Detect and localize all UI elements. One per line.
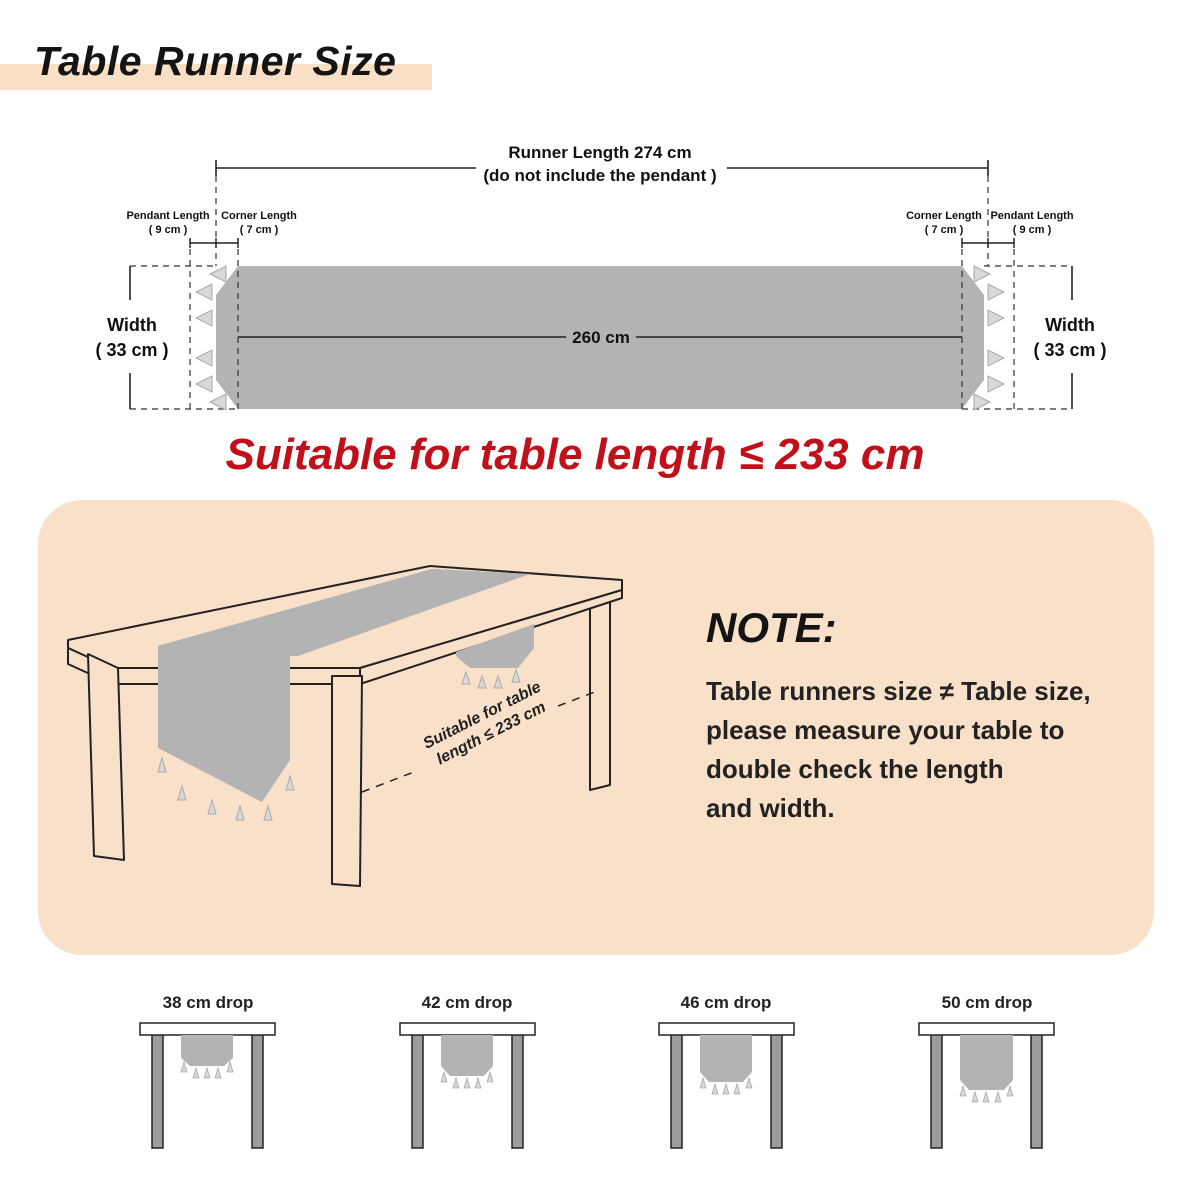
runner-length-label: Runner Length 274 cm <box>508 143 692 162</box>
table-runner-back-drop <box>456 624 534 668</box>
drop-table-42 <box>399 1022 536 1149</box>
left-corner-value: ( 7 cm ) <box>239 224 279 236</box>
table-tassels <box>157 668 521 821</box>
note-line: double check the length <box>706 754 1004 784</box>
drop-table-38 <box>139 1022 276 1149</box>
table-illustration <box>67 565 623 887</box>
table-length-guides <box>361 689 601 793</box>
runner-length-dimension <box>215 160 989 176</box>
left-corner-label: Corner Length <box>221 210 297 222</box>
tassel-icons-right <box>973 265 1006 411</box>
right-pendant-value: ( 9 cm ) <box>1012 224 1052 236</box>
runner-length-note: (do not include the pendant ) <box>483 166 717 185</box>
page-title: Table Runner Size <box>34 38 397 84</box>
table-leg <box>87 653 125 861</box>
title-underline-band <box>0 64 432 90</box>
table-leg <box>331 675 363 887</box>
left-width-label: Width <box>107 315 157 335</box>
right-corner-value: ( 7 cm ) <box>924 224 964 236</box>
note-line: and width. <box>706 793 835 823</box>
body-length-label: 260 cm <box>566 328 636 348</box>
left-pendant-value: ( 9 cm ) <box>148 224 188 236</box>
drop-table-50 <box>918 1022 1055 1149</box>
suitable-length-headline: Suitable for table length ≤ 233 cm <box>225 430 925 479</box>
corner-pendant-brackets <box>189 238 1015 248</box>
drop-tassels <box>180 1060 1014 1103</box>
table-runner-top <box>158 569 530 656</box>
runner-right-corner <box>962 266 984 409</box>
note-line: Table runners size ≠ Table size, <box>706 676 1091 706</box>
drop-label: 46 cm drop <box>680 993 772 1012</box>
drop-label: 42 cm drop <box>421 993 513 1012</box>
tassel-icons-left <box>194 265 227 411</box>
dashed-guides <box>130 176 1072 410</box>
drop-table-46 <box>658 1022 795 1149</box>
left-pendant-label: Pendant Length <box>126 210 210 222</box>
drop-label: 38 cm drop <box>162 993 254 1012</box>
right-width-value: ( 33 cm ) <box>1033 340 1107 360</box>
drop-label: 50 cm drop <box>941 993 1033 1012</box>
note-title: NOTE: <box>706 604 837 651</box>
right-corner-label: Corner Length <box>906 210 982 222</box>
right-pendant-label: Pendant Length <box>990 210 1074 222</box>
width-dimension <box>129 266 1073 409</box>
note-line: please measure your table to <box>706 715 1065 745</box>
left-width-value: ( 33 cm ) <box>95 340 169 360</box>
right-width-label: Width <box>1045 315 1095 335</box>
